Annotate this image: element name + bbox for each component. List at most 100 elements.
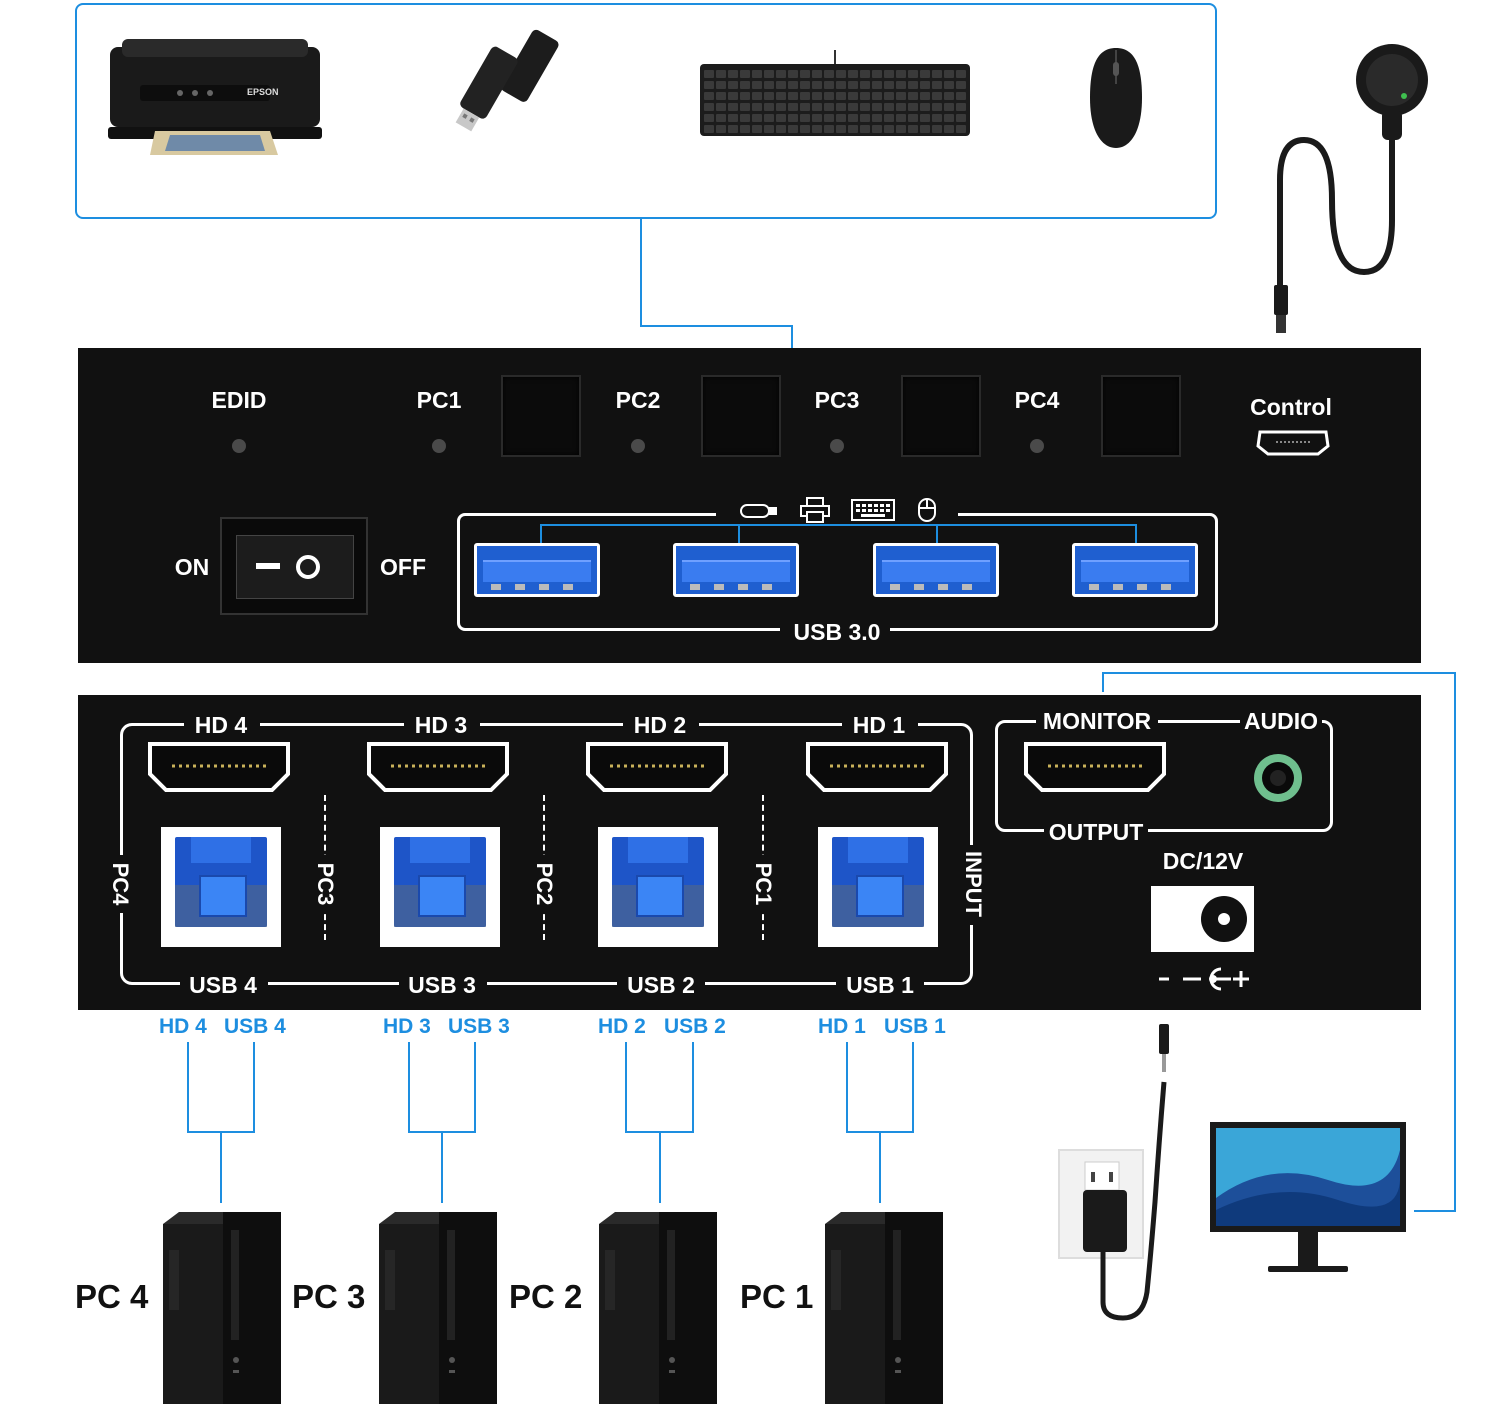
pc3-connector-line bbox=[474, 1042, 476, 1133]
usb-bus-line bbox=[936, 524, 938, 544]
pc2-label: PC 2 bbox=[509, 1278, 583, 1315]
pc2-vertical-label: PC2 bbox=[532, 862, 557, 906]
usb-a-port-4[interactable] bbox=[1072, 543, 1198, 597]
pc2-connector-line bbox=[625, 1042, 627, 1133]
pc3-label: PC 3 bbox=[292, 1278, 366, 1315]
monitor-label: MONITOR bbox=[1042, 708, 1152, 734]
off-label: OFF bbox=[380, 554, 426, 580]
keyboard-small-icon bbox=[851, 499, 895, 521]
cable-usb2-label: USB 2 bbox=[664, 1015, 726, 1038]
pc1-connector-line bbox=[846, 1042, 848, 1133]
pc1-connector-line bbox=[912, 1042, 914, 1133]
power-adapter-icon bbox=[1058, 1024, 1169, 1321]
control-port-icon[interactable] bbox=[1254, 428, 1332, 458]
hdmi-input-port-2[interactable] bbox=[584, 740, 730, 794]
on-label: ON bbox=[174, 554, 210, 580]
pc4-led bbox=[1030, 439, 1044, 453]
control-label: Control bbox=[1250, 394, 1332, 420]
usb-a-port-3[interactable] bbox=[873, 543, 999, 597]
hdmi-input-port-1[interactable] bbox=[804, 740, 950, 794]
hd2-label: HD 2 bbox=[633, 712, 687, 738]
usb-a-port-2[interactable] bbox=[673, 543, 799, 597]
pc4-tower-icon bbox=[163, 1212, 281, 1404]
cable-hd2-label: HD 2 bbox=[598, 1015, 646, 1038]
cable-hd1-label: HD 1 bbox=[818, 1015, 866, 1038]
usb-b-port-2[interactable] bbox=[598, 827, 718, 947]
cable-usb4-label: USB 4 bbox=[224, 1015, 286, 1038]
usb3-label: USB 3 bbox=[408, 972, 476, 998]
pc2-tower-icon bbox=[599, 1212, 717, 1404]
pc3-label: PC3 bbox=[814, 387, 860, 413]
pc2-label: PC2 bbox=[615, 387, 661, 413]
usb-drive-small-icon bbox=[740, 504, 777, 518]
pc1-select-button[interactable] bbox=[501, 375, 581, 457]
wired-remote-icon bbox=[1274, 44, 1428, 333]
peripheral-connector-line bbox=[640, 219, 642, 327]
pc1-label: PC1 bbox=[416, 387, 462, 413]
usb-a-port-1[interactable] bbox=[474, 543, 600, 597]
hdmi-input-port-3[interactable] bbox=[365, 740, 511, 794]
power-switch[interactable] bbox=[220, 517, 368, 615]
monitor-connector-line bbox=[1102, 672, 1104, 692]
dc-label: DC/12V bbox=[1162, 848, 1244, 874]
monitor-connector-line bbox=[1454, 672, 1456, 1212]
printer-brand-label: EPSON bbox=[247, 87, 279, 97]
pc3-select-button[interactable] bbox=[901, 375, 981, 457]
pc3-connector-line bbox=[441, 1131, 443, 1203]
rear-panel bbox=[78, 695, 1421, 1010]
cable-usb3-label: USB 3 bbox=[448, 1015, 510, 1038]
hdmi-output-port[interactable] bbox=[1022, 740, 1168, 794]
pc1-connector-line bbox=[879, 1131, 881, 1203]
monitor-icon bbox=[1210, 1122, 1406, 1272]
usb1-label: USB 1 bbox=[846, 972, 914, 998]
pc1-tower-icon bbox=[825, 1212, 943, 1404]
printer-icon bbox=[108, 39, 322, 155]
pc4-connector-line bbox=[253, 1042, 255, 1133]
monitor-connector-line bbox=[1102, 672, 1456, 674]
usb-bus-line bbox=[738, 524, 740, 544]
usb-b-port-1[interactable] bbox=[818, 827, 938, 947]
pc1-label: PC 1 bbox=[740, 1278, 814, 1315]
pc1-led bbox=[432, 439, 446, 453]
pc1-vertical-label: PC1 bbox=[751, 862, 776, 906]
pc3-connector-line bbox=[408, 1042, 410, 1133]
usb2-label: USB 2 bbox=[627, 972, 695, 998]
pc4-label: PC 4 bbox=[75, 1278, 149, 1315]
dc-power-jack[interactable] bbox=[1151, 886, 1254, 952]
mouse-icon bbox=[1090, 48, 1142, 148]
hd3-label: HD 3 bbox=[414, 712, 468, 738]
polarity-symbol-icon bbox=[1159, 967, 1249, 991]
pc4-vertical-label: PC4 bbox=[108, 862, 133, 906]
hd1-label: HD 1 bbox=[852, 712, 906, 738]
usb-b-port-3[interactable] bbox=[380, 827, 500, 947]
keyboard-icon bbox=[700, 50, 970, 136]
pc4-connector-line bbox=[187, 1042, 189, 1133]
usb30-label: USB 3.0 bbox=[793, 619, 881, 645]
pc2-connector-line bbox=[659, 1131, 661, 1203]
cable-hd4-label: HD 4 bbox=[159, 1015, 207, 1038]
output-label: OUTPUT bbox=[1048, 819, 1144, 845]
pc4-label: PC4 bbox=[1014, 387, 1060, 413]
pc2-select-button[interactable] bbox=[701, 375, 781, 457]
pc2-connector-line bbox=[692, 1042, 694, 1133]
hdmi-input-port-4[interactable] bbox=[146, 740, 292, 794]
hd4-label: HD 4 bbox=[194, 712, 248, 738]
edid-led bbox=[232, 439, 246, 453]
usb-bus-line bbox=[1135, 524, 1137, 544]
usb-flash-drive-icon bbox=[455, 29, 559, 132]
output-frame bbox=[995, 720, 1333, 832]
cable-hd3-label: HD 3 bbox=[383, 1015, 431, 1038]
audio-jack-icon[interactable] bbox=[1250, 750, 1306, 806]
audio-label: AUDIO bbox=[1243, 708, 1319, 734]
monitor-connector-line bbox=[1414, 1210, 1456, 1212]
edid-label: EDID bbox=[211, 387, 267, 413]
usb-b-port-4[interactable] bbox=[161, 827, 281, 947]
pc4-connector-line bbox=[220, 1131, 222, 1203]
mouse-small-icon bbox=[918, 498, 936, 522]
usb-bus-line bbox=[540, 524, 542, 544]
pc4-select-button[interactable] bbox=[1101, 375, 1181, 457]
pc2-led bbox=[631, 439, 645, 453]
peripheral-connector-line bbox=[640, 325, 793, 327]
pc3-vertical-label: PC3 bbox=[313, 862, 338, 906]
printer-small-icon bbox=[800, 497, 830, 523]
